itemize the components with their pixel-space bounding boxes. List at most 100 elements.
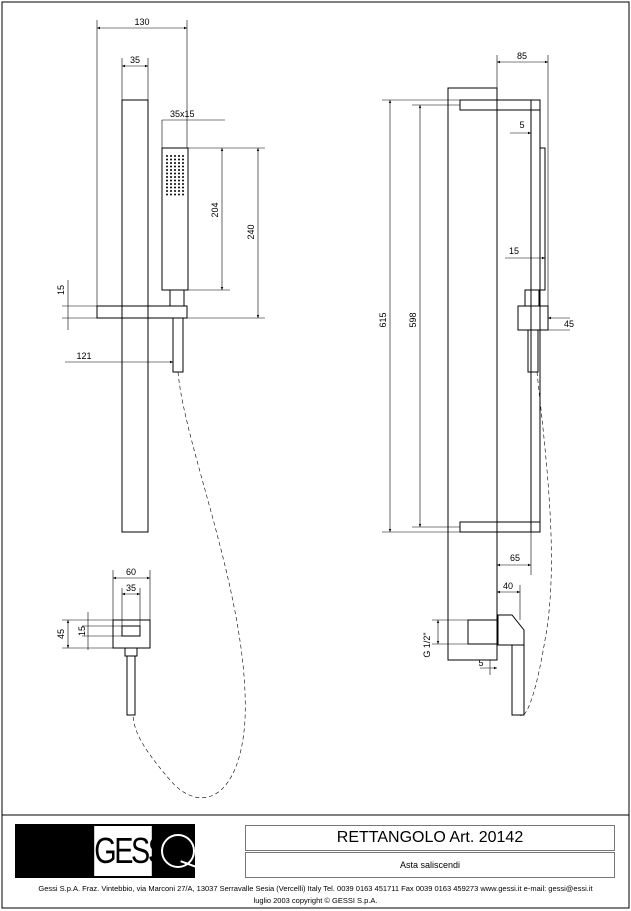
company-address: Gessi S.p.A. Fraz. Vintebbio, via Marcon… <box>38 884 593 893</box>
nozzle-dot <box>170 190 172 192</box>
nozzle-dot <box>166 186 168 189</box>
dim-35x15: 35x15 <box>170 109 195 119</box>
nozzle-dot <box>170 162 172 164</box>
nozzle-dot <box>174 155 176 157</box>
dim-130: 130 <box>134 17 149 27</box>
nozzle-dot <box>182 176 184 178</box>
dim-15: 15 <box>77 626 87 636</box>
dim-35: 35 <box>126 583 136 593</box>
nozzle-dot <box>166 165 168 168</box>
nozzle-dot <box>166 162 168 164</box>
nozzle-dot <box>170 179 172 182</box>
outlet-pipe <box>126 655 136 716</box>
nozzle-dot <box>174 162 176 164</box>
nozzle-dot <box>170 176 172 178</box>
nozzle-dot <box>182 158 184 161</box>
product-subtitle: Asta saliscendi <box>245 852 615 878</box>
nozzle-dot <box>178 179 180 182</box>
nozzle-dot <box>174 186 176 189</box>
dim-thread: G 1/2" <box>422 632 432 657</box>
nozzle-dot <box>178 172 180 175</box>
nozzle-dot <box>166 179 168 182</box>
nozzle-dot <box>182 172 184 175</box>
nozzle-dot <box>166 155 168 157</box>
logo-q-mark <box>161 834 195 868</box>
nozzle-dot <box>166 176 168 178</box>
nozzle-dot <box>178 165 180 168</box>
rail-side <box>530 99 541 533</box>
nozzle-dot <box>178 190 180 192</box>
nozzle-dot <box>170 169 172 171</box>
swivel <box>169 289 185 307</box>
nozzle-dot <box>166 193 168 196</box>
nozzle-dot <box>174 179 176 182</box>
wall-outlet-view: 60 35 45 15 <box>56 567 151 716</box>
dim-204: 204 <box>210 202 220 217</box>
nozzle-dot <box>178 176 180 178</box>
side-view: 85 5 15 615 598 45 65 40 G 1/2" <box>378 51 574 717</box>
outlet-plate <box>112 619 151 649</box>
nozzle-dot <box>178 155 180 157</box>
nozzle-dot <box>174 176 176 178</box>
hose <box>132 371 246 798</box>
nozzle-dot <box>166 172 168 175</box>
nozzle-dot <box>174 193 176 196</box>
nozzle-dot <box>182 155 184 157</box>
nozzle-dot <box>178 193 180 196</box>
nozzle-dot <box>182 186 184 189</box>
nozzle-dot <box>178 169 180 171</box>
nozzle-dot <box>170 158 172 161</box>
nozzle-dot <box>174 169 176 171</box>
dim-15: 15 <box>509 246 519 256</box>
dim-615: 615 <box>378 312 388 327</box>
nozzle-dot <box>166 190 168 192</box>
hose-connector <box>172 317 184 373</box>
nozzle-dot <box>170 183 172 185</box>
nozzle-dot <box>170 155 172 157</box>
nozzle-dot <box>170 193 172 196</box>
dim-65: 65 <box>510 553 520 563</box>
nozzle-dot <box>174 183 176 185</box>
hose-side <box>519 371 552 717</box>
nozzle-dot <box>170 186 172 189</box>
dim-35: 35 <box>130 55 140 65</box>
nozzle-grid <box>166 155 184 196</box>
gessi-logo: GESSI <box>15 824 202 878</box>
dim-121: 121 <box>76 351 91 361</box>
handshower-side <box>539 147 546 291</box>
nozzle-dot <box>166 183 168 185</box>
dim-60: 60 <box>126 567 136 577</box>
holder <box>96 305 188 319</box>
outlet-slot <box>121 625 141 637</box>
nozzle-dot <box>182 193 184 196</box>
dim-5: 5 <box>478 658 483 668</box>
dim-598: 598 <box>408 312 418 327</box>
dim-5: 5 <box>519 120 524 130</box>
logo-wordmark: GESSI <box>94 826 173 876</box>
dim-45: 45 <box>56 629 66 639</box>
bottom-bracket <box>459 521 541 533</box>
outlet-side <box>467 619 499 645</box>
nozzle-dot <box>174 172 176 175</box>
nozzle-dot <box>182 179 184 182</box>
nozzle-dot <box>178 186 180 189</box>
dim-45: 45 <box>564 319 574 329</box>
top-bracket <box>459 99 541 111</box>
product-title: RETTANGOLO Art. 20142 <box>245 825 615 851</box>
nozzle-dot <box>182 183 184 185</box>
nozzle-dot <box>174 190 176 192</box>
nozzle-dot <box>166 169 168 171</box>
dim-40: 40 <box>503 581 513 591</box>
nozzle-dot <box>174 158 176 161</box>
dim-85: 85 <box>517 51 527 61</box>
nozzle-dot <box>178 183 180 185</box>
copyright: luglio 2003 copyright © GESSI S.p.A. <box>253 896 378 905</box>
nozzle-dot <box>178 158 180 161</box>
outlet-pipe-side <box>511 644 525 716</box>
nozzle-dot <box>170 172 172 175</box>
wall-section <box>447 87 498 661</box>
holder-side <box>517 305 549 331</box>
nozzle-dot <box>182 162 184 164</box>
